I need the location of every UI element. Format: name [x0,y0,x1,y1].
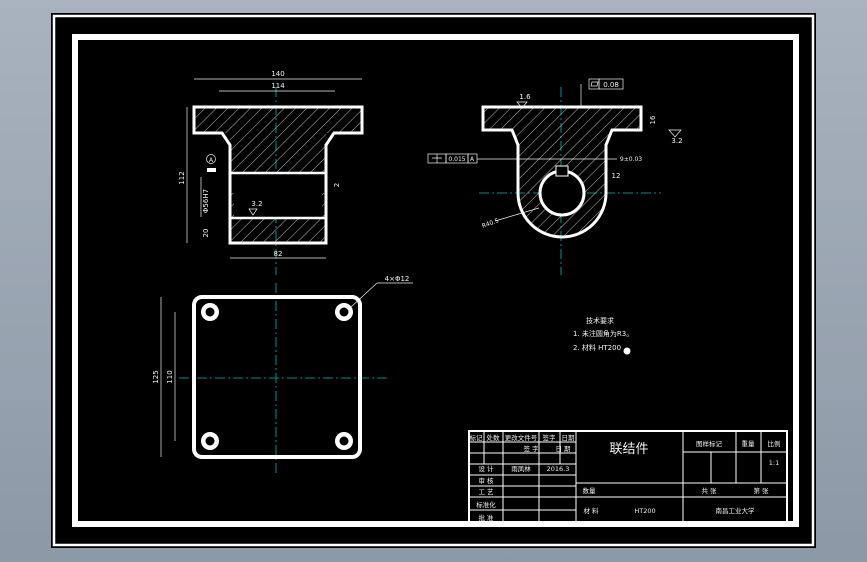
plan-holes-label: 4×Φ12 [385,275,410,283]
front-flange-hatch [194,107,362,133]
tb-hdr-count: 处数 [487,433,501,442]
mounting-hole-tr [335,303,353,321]
perp-datum: A [470,156,475,163]
perpendicularity-icon [432,154,442,163]
front-roughness: 3.2 [251,200,262,208]
perp-datum-frame [467,153,478,164]
plan-dim-outer: 125 [152,370,160,383]
tb-row-draw: 审 核 [478,476,494,485]
dim-lower: 20 [202,229,210,238]
tb-total-sheets: 共 张 [701,486,717,495]
inner-frame [72,34,799,527]
tb-hdr-mark: 标记 [470,433,484,442]
holes-leader [350,282,378,308]
side-dim-flange: 16 [649,115,657,124]
keyway [555,165,569,177]
front-view: 140 114 112 Φ56H7 20 82 2 3.2 A [178,70,364,275]
datum-circle-icon [206,154,216,164]
roughness-top-icon [516,101,528,109]
tb-stage-mark: 图样标记 [696,439,723,448]
tb-sign2: 签 字 [523,444,539,453]
notes-line1: 1. 未注圆角为R3。 [573,329,633,338]
tb-row-std: 标准化 [476,500,496,509]
tb-hdr-doc: 更改文件号 [505,433,538,442]
title-block-text: 标记 处数 更改文件号 签字 日期 签 字 日 期 设 计 雨凤林 2016.3… [470,433,781,522]
drawing-canvas: 140 114 112 Φ56H7 20 82 2 3.2 A [52,14,815,547]
notes-heading: 技术要求 [586,316,614,325]
cursor-marker-icon [623,347,631,355]
tb-weight: 重量 [742,440,756,448]
dim-top-width: 140 [271,70,284,78]
notes-line2: 2. 材料 HT200 [573,343,621,352]
dim-diameter: Φ56H7 [202,189,210,213]
tb-scale-label: 比例 [768,439,781,448]
drawing-sheet: 140 114 112 Φ56H7 20 82 2 3.2 A [51,13,816,548]
dim-height: 112 [178,171,186,184]
tb-date2: 日 期 [555,445,571,453]
side-bore [538,169,586,217]
tb-qty-label: 数量 [583,486,597,495]
roughness-right-icon [668,129,682,138]
mounting-hole-bl [201,432,219,450]
tb-row-design: 设 计 [478,464,494,473]
tb-hdr-date: 日期 [562,434,576,442]
flatness-value-frame [598,78,624,90]
datum-label: A [209,157,214,164]
tb-part-name: 联结件 [609,442,648,457]
perp-value: 0.015 [448,156,465,163]
mounting-hole-br [335,432,353,450]
front-bore [234,177,322,217]
plan-outline [192,295,362,459]
mounting-hole-tl [201,303,219,321]
tb-scale: 1:1 [769,459,779,467]
dim-bottom-width: 82 [274,250,283,258]
datum-marker [207,168,216,172]
plan-view: 4×Φ12 125 110 [152,275,413,475]
technical-notes: 技术要求 1. 未注圆角为R3。 2. 材料 HT200 [573,316,633,355]
flatness-icon [590,81,599,87]
side-keyway-depth: 12 [612,172,621,180]
tb-material-label: 材 料 [583,506,599,515]
side-view: 0.08 1.6 3.2 16 0.015 A 9±0.03 12 R40.5 [427,78,683,275]
tb-material: HT200 [634,507,655,515]
front-body-hatch [230,133,326,173]
side-roughness-top: 1.6 [519,93,531,101]
tb-sheet-no: 第 张 [753,486,769,495]
side-radius: R40.5 [481,217,500,230]
dim-side: 2 [333,183,341,187]
radius-leader [494,207,540,222]
tb-row-approve: 批 准 [478,513,494,522]
front-outline [192,105,364,245]
tb-design-date: 2016.3 [547,465,570,473]
roughness-symbol-icon [248,208,258,216]
title-block [468,430,788,525]
side-roughness-right: 3.2 [671,137,682,145]
tb-designer: 雨凤林 [511,464,531,473]
tb-school: 南昌工业大学 [716,506,756,515]
flatness-value: 0.08 [603,81,619,89]
side-keyway: 9±0.03 [620,156,642,163]
tb-row-process: 工 艺 [478,488,494,496]
dim-inner-width: 114 [271,82,285,90]
plan-dim-inner: 110 [166,370,174,383]
outer-frame [52,14,815,547]
tb-hdr-sign: 签字 [543,433,557,442]
